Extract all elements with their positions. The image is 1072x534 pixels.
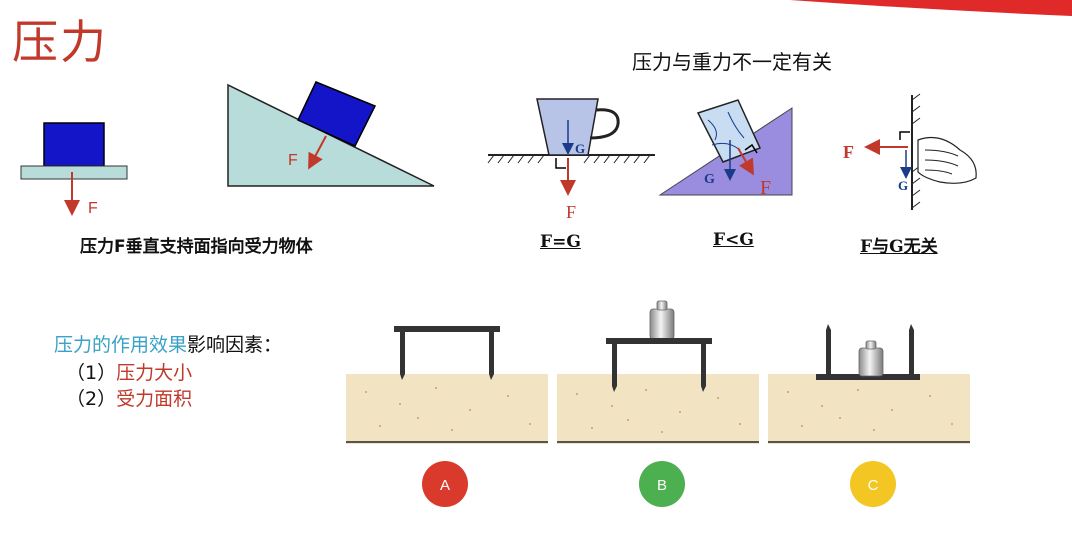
section-subtitle: 压力与重力不一定有关: [632, 50, 832, 74]
factors-heading-rest: 影响因素：: [187, 334, 283, 356]
gravity-label-4: G: [704, 172, 715, 187]
caption-f-equals-g: F=G: [540, 232, 581, 252]
label-circle-b: [639, 461, 685, 507]
label-c: C: [868, 477, 879, 494]
page-title: 压力: [12, 15, 108, 69]
factor-index: （1）: [66, 362, 117, 384]
factors-heading: 压力的作用效果影响因素：: [54, 330, 282, 357]
experiment-a: [346, 326, 548, 444]
force-label-4: F: [760, 177, 771, 199]
label-b: B: [657, 477, 667, 494]
label-circle-a: [422, 461, 468, 507]
caption-f-less-than-g: F<G: [713, 230, 754, 250]
factor-text: 受力面积: [116, 388, 193, 410]
caption-perpendicular: 压力F垂直支持面指向受力物体: [80, 237, 313, 257]
factors-heading-highlight: 压力的作用效果: [54, 334, 188, 356]
label-circle-c: [850, 461, 896, 507]
block-on-surface-figure: [20, 122, 128, 216]
factor-item: （1）压力大小: [66, 358, 192, 385]
force-label-2: F: [288, 152, 298, 169]
block-on-incline-figure: [227, 81, 435, 187]
cup-on-incline-figure: [658, 99, 793, 196]
caption-f-independent-of-g: F与G无关: [860, 237, 938, 257]
experiment-b: [557, 300, 759, 444]
force-label-1: F: [88, 200, 98, 217]
factor-index: （2）: [66, 388, 117, 410]
experiment-c: [768, 324, 970, 444]
hand-against-wall-figure: [864, 93, 977, 210]
force-label-3: F: [566, 202, 576, 222]
force-label-5: F: [843, 142, 854, 162]
decorative-swoosh: [790, 0, 1072, 16]
label-a: A: [440, 477, 450, 494]
gravity-label-3: G: [575, 141, 585, 156]
factor-text: 压力大小: [116, 362, 193, 384]
gravity-label-5: G: [898, 178, 908, 193]
cup-on-ground-figure: [487, 98, 655, 196]
factor-item: （2）受力面积: [66, 384, 192, 411]
